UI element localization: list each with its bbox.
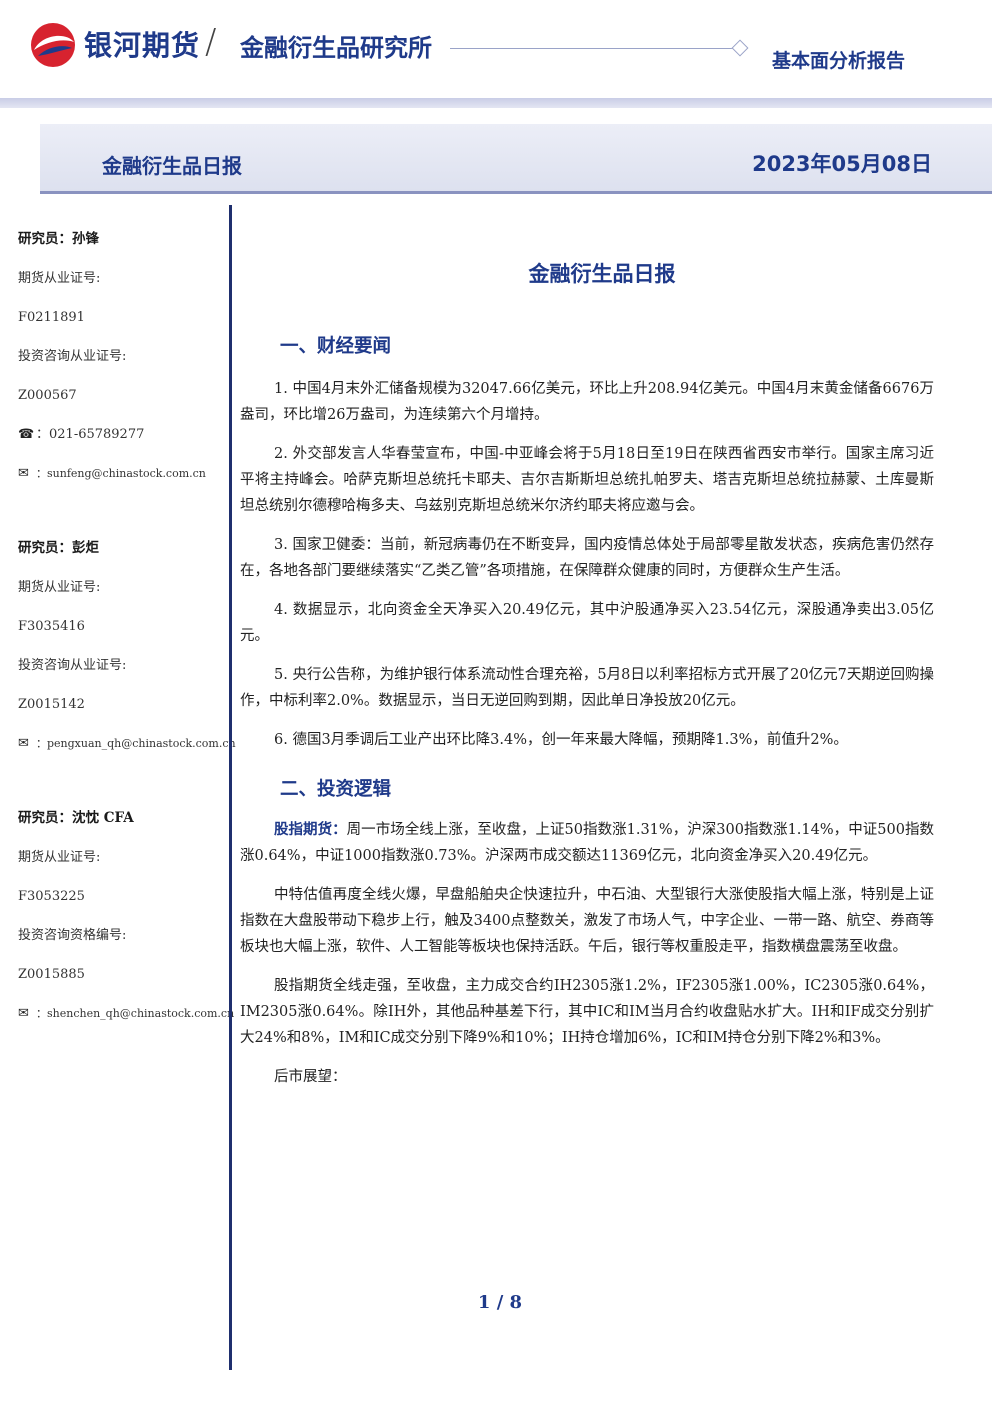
- consult-label: 投资咨询资格编号:: [18, 928, 127, 943]
- top-header: 银河期货 / 金融衍生品研究所 基本面分析报告: [0, 0, 992, 100]
- cert-number: F0211891: [18, 310, 85, 325]
- email-row: ✉ ：pengxuan_qh@chinastock.com.cn: [18, 724, 236, 763]
- analyst-name: 研究员：彭炬: [18, 540, 99, 556]
- analyst-sidebar: 研究员：孙锋 期货从业证号: F0211891 投资咨询从业证号: Z00056…: [18, 220, 236, 1033]
- news-item: 1. 中国4月末外汇储备规模为32047.66亿美元，环比上升208.94亿美元…: [240, 381, 934, 423]
- consult-number: Z000567: [18, 388, 77, 403]
- page-number: 1 / 8: [477, 1292, 523, 1313]
- section-heading-logic: 二、投资逻辑: [280, 779, 392, 800]
- consult-label: 投资咨询从业证号:: [18, 349, 127, 364]
- sidebar-divider: [229, 205, 232, 1370]
- phone-row: ☎：021-65789277: [18, 415, 228, 454]
- cert-number: F3053225: [18, 889, 85, 904]
- report-type: 基本面分析报告: [772, 50, 906, 72]
- email-address[interactable]: ：pengxuan_qh@chinastock.com.cn: [36, 737, 236, 750]
- brand-name: 银河期货: [84, 29, 201, 62]
- header-rule: [450, 48, 735, 49]
- news-item: 5. 央行公告称，为维护银行体系流动性合理充裕，5月8日以利率招标方式开展了20…: [240, 667, 934, 709]
- consult-number: Z0015142: [18, 697, 85, 712]
- cert-number: F3035416: [18, 619, 85, 634]
- diamond-ornament-icon: [731, 39, 749, 57]
- institute-name: 金融衍生品研究所: [240, 34, 432, 62]
- section-heading-news: 一、财经要闻: [280, 336, 392, 357]
- outlook-label: 后市展望：: [274, 1069, 347, 1085]
- phone-number: ：021-65789277: [36, 427, 145, 442]
- email-row: ✉ ：sunfeng@chinastock.com.cn: [18, 454, 228, 493]
- phone-icon: ☎: [18, 427, 35, 442]
- header-stripe: [0, 98, 992, 108]
- consult-label: 投资咨询从业证号:: [18, 658, 127, 673]
- cert-label: 期货从业证号:: [18, 271, 101, 286]
- news-item: 2. 外交部发言人华春莹宣布，中国-中亚峰会将于5月18日至19日在陕西省西安市…: [240, 446, 934, 514]
- envelope-icon: ✉: [18, 466, 29, 481]
- brand-separator: /: [205, 22, 217, 62]
- envelope-icon: ✉: [18, 1006, 29, 1021]
- banner-title: 金融衍生品日报: [102, 154, 242, 178]
- news-item: 6. 德国3月季调后工业产出环比降3.4%，创一年来最大降幅，预期降1.3%，前…: [274, 732, 848, 748]
- report-date: 2023年05月08日: [752, 152, 932, 176]
- logic-paragraph: 股指期货：周一市场全线上涨，至收盘，上证50指数涨1.31%，沪深300指数涨1…: [240, 817, 934, 869]
- logic-text: 周一市场全线上涨，至收盘，上证50指数涨1.31%，沪深300指数涨1.14%，…: [240, 822, 934, 864]
- news-item: 4. 数据显示，北向资金全天净买入20.49亿元，其中沪股通净买入23.54亿元…: [240, 602, 934, 644]
- main-content: 金融衍生品日报 一、财经要闻 1. 中国4月末外汇储备规模为32047.66亿美…: [240, 258, 934, 1103]
- email-address[interactable]: ：shenchen_qh@chinastock.com.cn: [36, 1007, 235, 1020]
- cert-label: 期货从业证号:: [18, 850, 101, 865]
- analyst-name: 研究员：沈忱 CFA: [18, 810, 134, 826]
- analyst-name: 研究员：孙锋: [18, 231, 99, 247]
- envelope-icon: ✉: [18, 736, 29, 751]
- logic-paragraph: 股指期货全线走强，至收盘，主力成交合约IH2305涨1.2%，IF2305涨1.…: [240, 978, 934, 1046]
- logic-keyword: 股指期货：: [274, 821, 347, 838]
- galaxy-logo-icon: [31, 23, 75, 67]
- email-row: ✉ ：shenchen_qh@chinastock.com.cn: [18, 994, 234, 1033]
- cert-label: 期货从业证号:: [18, 580, 101, 595]
- document-title: 金融衍生品日报: [528, 262, 676, 286]
- logic-paragraph: 中特估值再度全线火爆，早盘船舶央企快速拉升，中石油、大型银行大涨使股指大幅上涨，…: [240, 887, 934, 955]
- consult-number: Z0015885: [18, 967, 85, 982]
- title-banner: 金融衍生品日报 2023年05月08日: [40, 124, 992, 194]
- email-address[interactable]: ：sunfeng@chinastock.com.cn: [36, 467, 206, 480]
- news-item: 3. 国家卫健委：当前，新冠病毒仍在不断变异，国内疫情总体处于局部零星散发状态，…: [240, 537, 934, 579]
